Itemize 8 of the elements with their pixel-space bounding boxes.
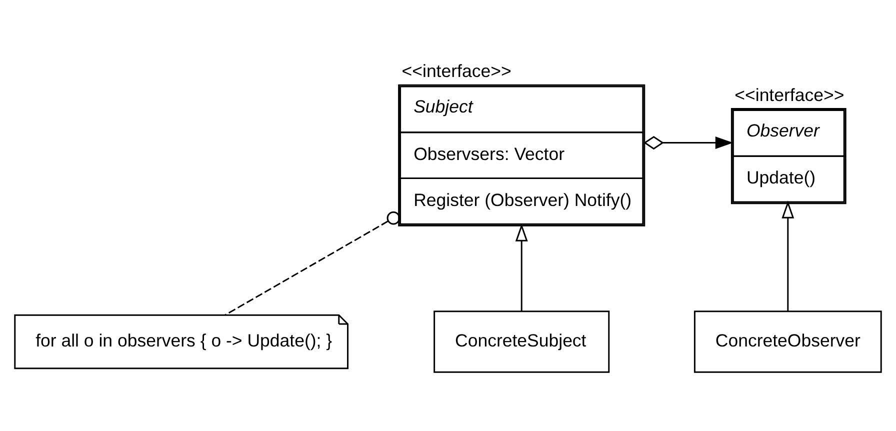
node-box: ConcreteObserver (694, 310, 882, 372)
node-label: <<interface>> (402, 60, 512, 81)
arrow (644, 135, 734, 150)
arrow (782, 200, 794, 311)
arrow (515, 223, 528, 311)
node-box: ConcreteSubject (434, 310, 610, 372)
connector (224, 210, 400, 316)
node-label: <<interface>> (734, 84, 844, 104)
